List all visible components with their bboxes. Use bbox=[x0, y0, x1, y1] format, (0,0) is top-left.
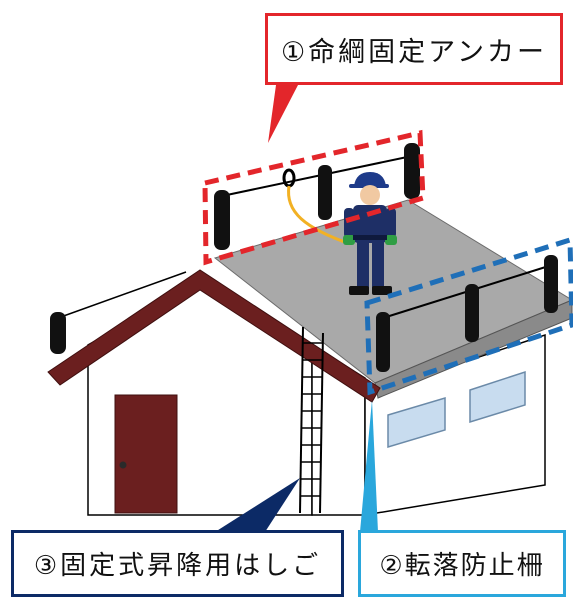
garage-window-right bbox=[469, 370, 526, 424]
fall-prevention-rail bbox=[376, 255, 558, 372]
anchor-callout-pointer bbox=[268, 85, 298, 143]
ladder-callout-label: ③固定式昇降用はしご bbox=[11, 530, 344, 597]
anchor-ring-icon bbox=[282, 168, 296, 188]
front-door bbox=[114, 394, 178, 514]
garage-window-left bbox=[387, 396, 446, 449]
fixed-ladder bbox=[299, 326, 324, 514]
door-knob bbox=[119, 461, 127, 469]
anchor-rail bbox=[214, 143, 420, 250]
anchor-callout-label: ①命綱固定アンカー bbox=[265, 13, 563, 85]
ladder-callout-pointer bbox=[215, 478, 300, 532]
rail-callout-label: ②転落防止柵 bbox=[358, 530, 566, 597]
worker-figure-icon bbox=[343, 172, 397, 295]
lanyard bbox=[287, 185, 351, 246]
rail-highlight-frame bbox=[364, 236, 573, 396]
anchor-highlight-frame bbox=[202, 129, 426, 266]
left-wire bbox=[57, 271, 187, 319]
left-gable-post bbox=[50, 312, 66, 354]
rail-callout-pointer bbox=[360, 400, 378, 532]
